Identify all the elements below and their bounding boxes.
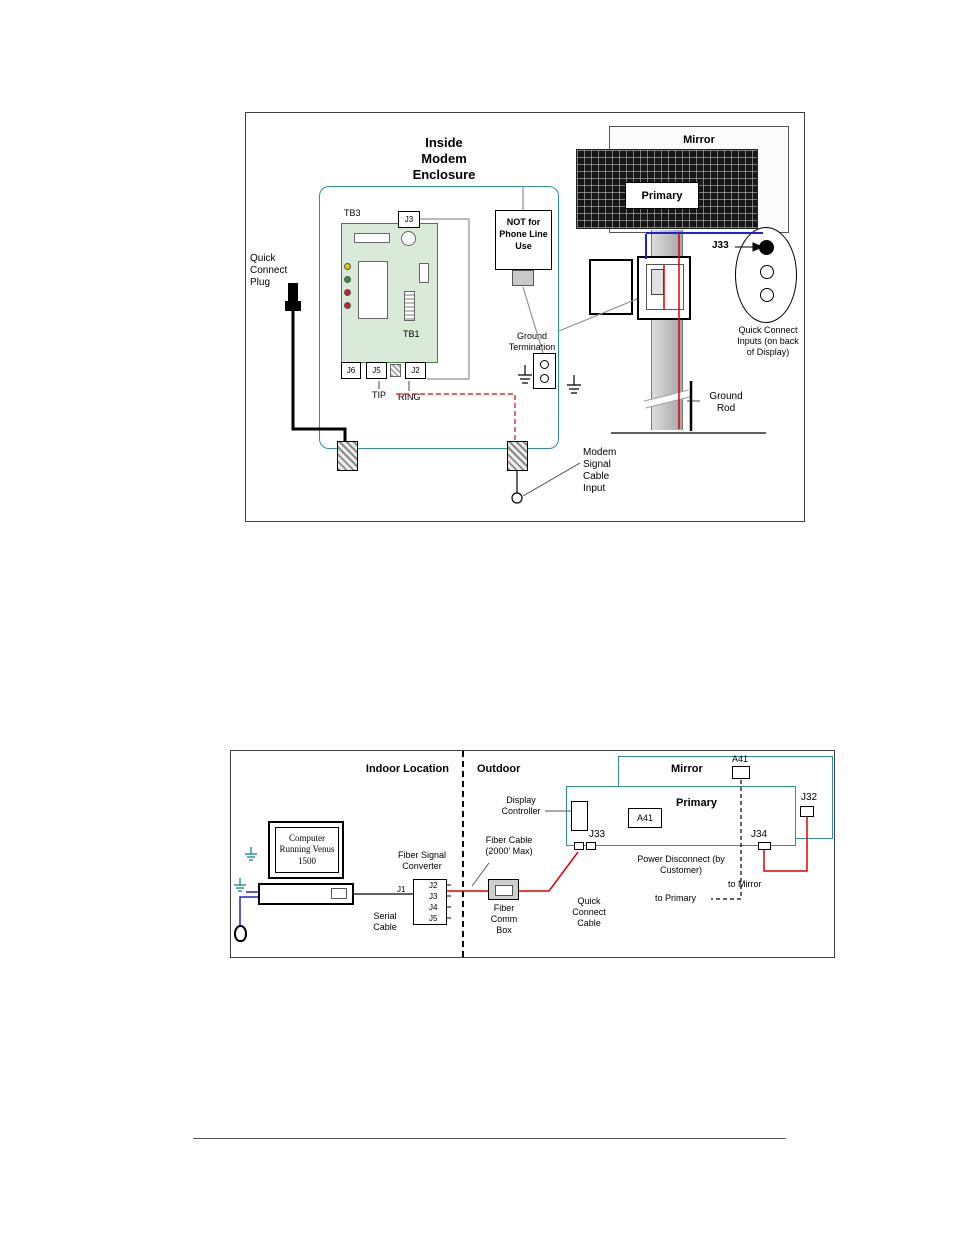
enclosure-door — [589, 259, 633, 315]
j33-connector-1 — [574, 842, 584, 850]
modem-circuit-board — [341, 223, 438, 363]
indoor-outdoor-divider — [462, 751, 464, 957]
phone-jack-connector — [512, 270, 534, 286]
j6-jack: J6 — [341, 362, 361, 379]
port-j2: J2 — [429, 881, 438, 890]
quick-connect-panel — [735, 227, 797, 323]
primary-label: Primary — [676, 797, 717, 809]
board-component-b — [358, 261, 388, 319]
quick-connect-cable-label: Quick Connect Cable — [572, 896, 606, 928]
j33-connector-dot — [759, 240, 774, 255]
j2-jack: J2 — [405, 362, 426, 379]
j33-label: J33 — [712, 240, 729, 251]
board-component-round — [401, 231, 416, 246]
primary-box — [566, 786, 796, 846]
j32-label: J32 — [801, 792, 818, 803]
diagram-title: Inside Modem Enclosure — [412, 135, 476, 182]
status-led-red-1 — [344, 289, 351, 296]
board-component-a — [354, 233, 390, 243]
ground-symbol-2 — [567, 375, 581, 394]
junction-component — [651, 269, 664, 295]
serial-cable-label: Serial Cable — [373, 911, 397, 932]
mirror-label: Mirror — [671, 763, 703, 775]
connector-circle-1 — [760, 265, 774, 279]
computer-screen: Computer Running Venus 1500 — [275, 827, 339, 873]
display-controller-box — [571, 801, 588, 831]
pole-junction-box — [637, 256, 691, 320]
a41-mirror-box — [732, 766, 750, 779]
display-controller-label: Display Controller — [501, 795, 541, 816]
port-j5: J5 — [429, 914, 438, 923]
ground-rod-label: Ground Rod — [709, 391, 743, 414]
modem-signal-cable-input-label: Modem Signal Cable Input — [583, 447, 617, 494]
j3-jack: J3 — [398, 211, 420, 228]
quick-connect-plug-base — [285, 301, 301, 311]
outdoor-label: Outdoor — [477, 763, 521, 775]
fiber-cable-label: Fiber Cable (2000' Max) — [485, 835, 533, 856]
mouse — [234, 925, 247, 942]
cable-gland-left — [337, 441, 358, 471]
j34-connector — [758, 842, 771, 850]
power-disconnect-label: Power Disconnect (by Customer) — [637, 854, 725, 875]
footer-rule — [193, 1138, 786, 1139]
static-ground-symbols — [234, 847, 257, 892]
quick-connect-plug-body — [288, 283, 298, 303]
j5-jack: J5 — [366, 362, 387, 379]
fiber-comm-box — [488, 879, 519, 900]
computer-tower — [258, 883, 354, 905]
tower-drive-bay — [331, 888, 347, 899]
primary-display: Primary — [576, 149, 758, 229]
status-led-red-2 — [344, 302, 351, 309]
connector-circle-2 — [760, 288, 774, 302]
indoor-location-label: Indoor Location — [365, 763, 449, 775]
tb3-label: TB3 — [344, 208, 361, 218]
status-led-green — [344, 276, 351, 283]
fiber-signal-converter-label: Fiber Signal Converter — [397, 850, 447, 871]
ring-label: RING — [398, 392, 421, 402]
port-j4: J4 — [429, 903, 438, 912]
blue-cables — [239, 891, 258, 925]
quick-connect-plug-label: Quick Connect Plug — [250, 253, 288, 288]
primary-display-label: Primary — [625, 182, 699, 209]
fiber-signal-converter-box — [413, 879, 447, 925]
j32-connector — [800, 806, 814, 817]
quick-connect-inputs-label: Quick Connect Inputs (on back of Display… — [737, 325, 799, 357]
computer-screen-text: Computer Running Venus 1500 — [279, 833, 335, 866]
j1-label: J1 — [397, 885, 406, 894]
tip-label: TIP — [372, 390, 387, 400]
not-for-phone-line-box: NOT for Phone Line Use — [495, 210, 552, 270]
tb1-label: TB1 — [403, 329, 420, 339]
status-led-yellow — [344, 263, 351, 270]
converter-ports: J2 J3 J4 J5 — [429, 880, 437, 924]
j33-label-2: J33 — [589, 829, 606, 840]
board-component-d — [419, 263, 429, 283]
a41-mirror-label: A41 — [732, 754, 749, 764]
termination-screw-1 — [540, 360, 549, 369]
ground-termination-label: Ground Termination — [508, 331, 556, 352]
termination-screw-2 — [540, 374, 549, 383]
mirror-display-label: Mirror — [683, 134, 715, 146]
ground-termination-block — [533, 353, 556, 389]
a41-primary-box: A41 — [628, 808, 662, 828]
to-mirror-label: to Mirror — [728, 879, 762, 889]
to-primary-label: to Primary — [655, 893, 697, 903]
fiber-comm-box-window — [495, 885, 513, 896]
jack-spacer — [390, 364, 401, 377]
fiber-comm-box-label: Fiber Comm Box — [490, 903, 518, 935]
j34-label: J34 — [751, 829, 768, 840]
modem-enclosure-diagram: Inside Modem Enclosure Mirror Primary J3… — [245, 112, 805, 522]
port-j3: J3 — [429, 892, 438, 901]
cable-gland-right — [507, 441, 528, 471]
converter-ticks — [447, 884, 451, 919]
computer-monitor: Computer Running Venus 1500 — [268, 821, 344, 879]
j33-connector-2 — [586, 842, 596, 850]
system-layout-diagram: Indoor Location Outdoor Computer Running… — [230, 750, 835, 958]
board-component-c — [404, 291, 415, 321]
